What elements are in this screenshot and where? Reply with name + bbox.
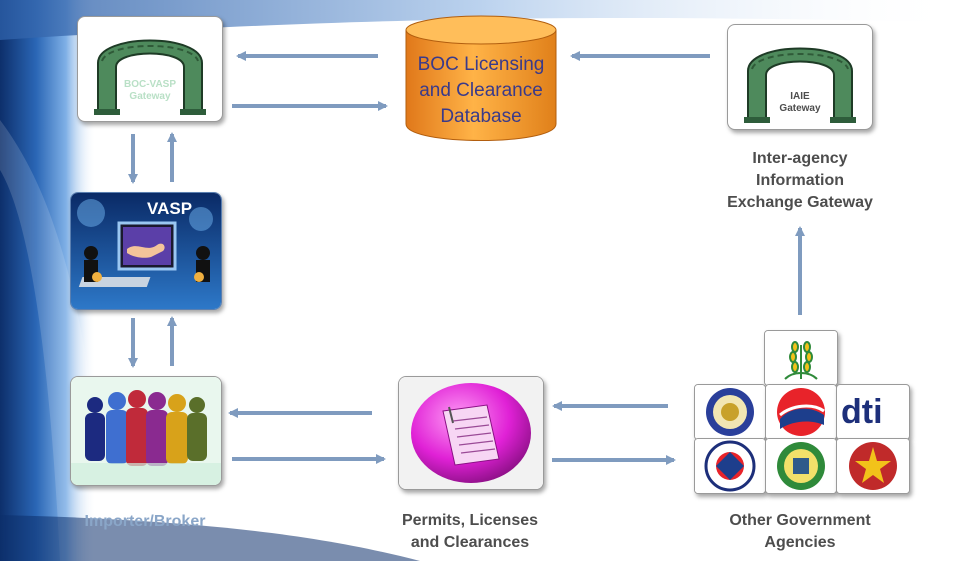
arch-gateway-icon [94, 39, 206, 115]
official-seal-icon [695, 439, 765, 493]
database-label-line: Database [440, 106, 522, 127]
iaie-caption-line: Information [756, 172, 844, 189]
handshake-monitor-icon [71, 193, 221, 309]
seal-agency-1[interactable] [694, 384, 766, 440]
database-label-line: BOC Licensing [417, 54, 545, 75]
official-seal-icon [766, 385, 836, 439]
iaie-gateway-node[interactable]: IAIE Gateway [727, 24, 873, 130]
seal-dti[interactable]: dti [836, 384, 910, 440]
permits-caption: Permits, Licenses and Clearances [370, 510, 570, 554]
iaie-caption-line: Inter-agency [752, 150, 848, 167]
permits-node[interactable] [398, 376, 544, 490]
iaie-label-line: Gateway [779, 103, 821, 114]
seal-agency-2[interactable] [765, 384, 837, 440]
importer-broker-node[interactable] [70, 376, 222, 486]
rice-stalk-icon [765, 331, 837, 385]
boc-vasp-label-line: Gateway [129, 91, 171, 102]
agencies-caption: Other Government Agencies [700, 510, 900, 554]
boc-vasp-gateway-node[interactable]: BOC-VASP Gateway [77, 16, 223, 122]
iaie-label-line: IAIE [790, 91, 810, 102]
permits-caption-line: Permits, Licenses [401, 512, 539, 529]
vasp-node[interactable]: VASP [70, 192, 222, 310]
boc-vasp-gateway-label: BOC-VASP Gateway [108, 79, 192, 103]
arch-gateway-icon [744, 47, 856, 123]
agencies-caption-line: Other Government [729, 512, 871, 529]
official-seal-icon [695, 385, 765, 439]
seal-agency-6[interactable] [836, 438, 910, 494]
database-label: BOC Licensing and Clearance Database [402, 52, 560, 130]
official-seal-icon [766, 439, 836, 493]
people-group-icon [71, 377, 221, 485]
seal-agency-5[interactable] [765, 438, 837, 494]
iaie-gateway-label: IAIE Gateway [758, 91, 842, 115]
agencies-caption-line: Agencies [764, 534, 836, 551]
official-seal-icon [837, 439, 909, 493]
importer-broker-caption: Importer/Broker [84, 513, 206, 530]
database-label-line: and Clearance [419, 80, 543, 101]
seal-agriculture[interactable] [764, 330, 838, 386]
dti-logo-text: dti [841, 393, 883, 431]
iaie-caption-line: Exchange Gateway [727, 194, 873, 211]
permits-caption-line: and Clearances [410, 534, 530, 551]
documents-icon [399, 377, 543, 489]
boc-vasp-label-line: BOC-VASP [123, 79, 177, 90]
vasp-label: VASP [147, 199, 193, 218]
iaie-caption: Inter-agency Information Exchange Gatewa… [700, 148, 900, 214]
seal-foreign-affairs[interactable] [694, 438, 766, 494]
database-cylinder-icon[interactable] [400, 12, 562, 144]
